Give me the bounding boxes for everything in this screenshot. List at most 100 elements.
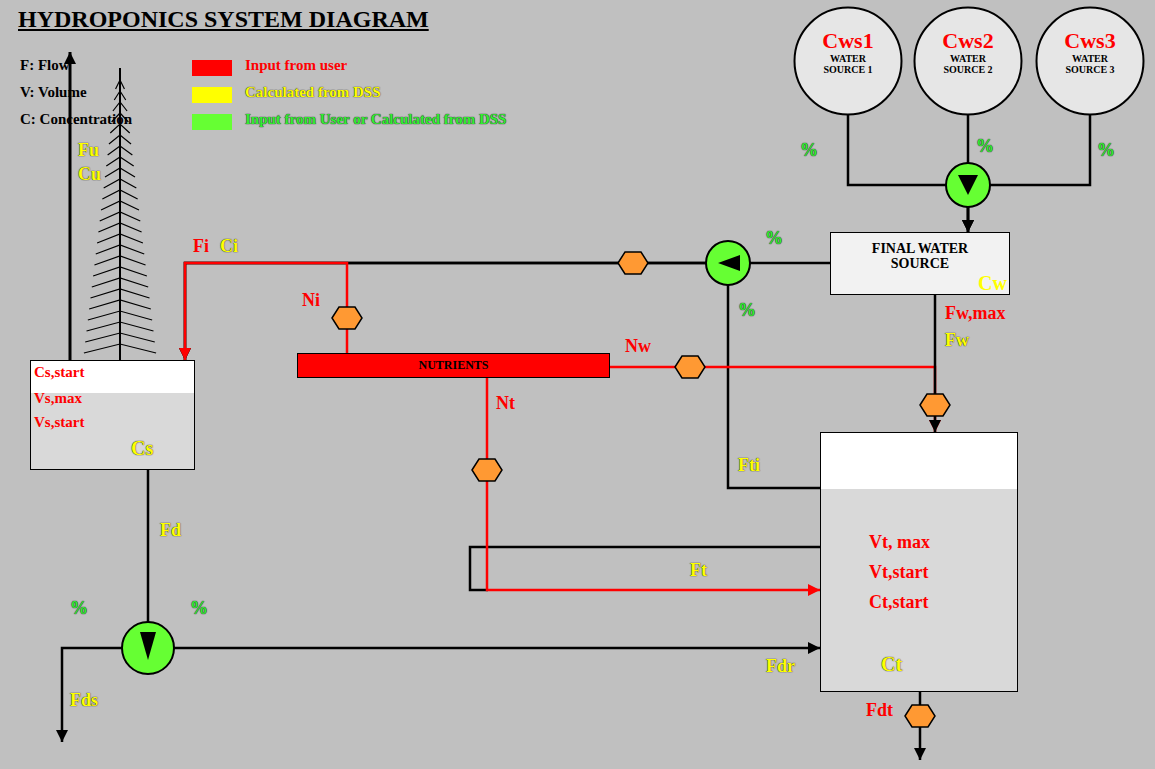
plant-branch: [88, 311, 152, 320]
flow-label: %: [70, 598, 88, 619]
plant-branch: [114, 91, 126, 100]
circle-shape: [795, 8, 902, 115]
plant-branch: [116, 80, 125, 89]
recirculation-line: [470, 547, 820, 590]
edge-label: %: [800, 140, 818, 161]
edge-label: Nt: [496, 393, 515, 414]
plant-branch: [104, 179, 137, 188]
plant-branch: [100, 212, 141, 221]
plant-branch: [89, 300, 151, 309]
legend-text: Input from User or Calculated from DSS: [245, 111, 506, 128]
tank-box: Vt, maxVt,startCt,startCt: [820, 432, 1018, 692]
mixer-arrow: [718, 255, 740, 271]
pump-hexagon: [675, 356, 705, 378]
node-text: Cw: [978, 272, 1007, 294]
plant-branch: [101, 201, 139, 210]
edge-label: %: [738, 300, 756, 321]
legend-text: Calculated from DSS: [245, 84, 381, 101]
flow-label: Fu: [78, 140, 99, 161]
edge-label: %: [765, 228, 783, 249]
pump-hexagon: [472, 459, 502, 481]
flow-label: C: Concentration: [20, 111, 132, 128]
node-text: FINAL WATER SOURCE: [860, 241, 980, 272]
mixer-arrow: [958, 175, 978, 195]
node-text: WATER SOURCE 2: [937, 53, 999, 75]
edge-label: %: [190, 598, 208, 619]
plant-branch: [96, 245, 144, 254]
plant-branch: [113, 102, 127, 111]
plant-branch: [105, 168, 135, 177]
node-text: Vt,start: [869, 563, 928, 583]
node-text: Vs,max: [34, 390, 82, 407]
plant-branch: [109, 135, 131, 144]
plant-branch: [94, 256, 145, 265]
water-source-circle: Cws3WATER SOURCE 3: [1035, 6, 1145, 116]
flow-connector: [185, 263, 820, 488]
plant-branch: [84, 344, 156, 353]
edge-label: %: [976, 136, 994, 157]
plant-branch: [98, 223, 141, 232]
plant-branch: [90, 289, 149, 298]
flow-label: Fw,max: [945, 303, 1006, 324]
pump-hexagon: [920, 394, 950, 416]
mixer-valve: [706, 241, 750, 285]
flow-label: Cu: [78, 164, 101, 185]
edge-label: Ni: [302, 290, 320, 311]
node-text: Vt, max: [869, 533, 930, 553]
circle-shape: [1037, 8, 1144, 115]
plant-branch: [93, 267, 147, 276]
flow-connector: [148, 470, 820, 648]
flow-label: Fds: [70, 690, 98, 711]
flow-connector: [610, 367, 935, 432]
flow-label: Ci: [220, 236, 238, 257]
flow-label: V: Volume: [20, 84, 87, 101]
mixer-valve: [946, 163, 990, 207]
pump-hexagon: [905, 705, 935, 727]
flow-label: Fd: [160, 520, 181, 541]
plant-branch: [102, 190, 137, 199]
splitter-valve: [122, 622, 174, 674]
plant-branch: [87, 322, 154, 331]
flow-label: Fdr: [766, 656, 795, 677]
plant-branch: [92, 278, 148, 287]
flow-label: Fw: [945, 330, 969, 351]
flow-label: Fti: [738, 455, 760, 476]
flow-label: Fdt: [866, 700, 893, 721]
legend-swatch: [192, 87, 232, 103]
nutrient-bar: NUTRIENTS: [297, 353, 610, 378]
plant-branch: [97, 234, 143, 243]
circle-shape: [915, 8, 1022, 115]
node-text: Cws3: [1064, 29, 1115, 53]
plant-branch: [85, 333, 155, 342]
flow-label: Ft: [690, 560, 707, 581]
plant-branch: [106, 157, 133, 166]
pump-hexagon: [332, 307, 362, 329]
node-text: NUTRIENTS: [418, 359, 488, 372]
node-text: WATER SOURCE 3: [1059, 53, 1121, 75]
water-source-circle: Cws2WATER SOURCE 2: [913, 6, 1023, 116]
legend-swatch: [192, 60, 232, 76]
node-text: Cws2: [942, 29, 993, 53]
plant-pot: Cs,startVs,maxVs,startCs: [30, 360, 195, 470]
splitter-arrow: [140, 632, 156, 660]
flow-connector: [185, 263, 347, 360]
plant-branch: [108, 146, 133, 155]
node-text: Cs,start: [34, 364, 84, 381]
edge-label: Nw: [625, 336, 651, 357]
legend-swatch: [192, 114, 232, 130]
diagram-title: HYDROPONICS SYSTEM DIAGRAM: [18, 6, 429, 34]
node-text: WATER SOURCE 1: [817, 53, 879, 75]
node-text: Cs: [131, 437, 153, 459]
node-text: Cws1: [822, 29, 873, 53]
edge-label: %: [1097, 140, 1115, 161]
legend-text: Input from user: [245, 57, 347, 74]
node-text: Vs,start: [34, 414, 84, 431]
flow-label: Fi: [193, 236, 209, 257]
flow-connector: [487, 378, 820, 590]
node-text: Ct,start: [869, 593, 928, 613]
drain-line: [62, 648, 122, 742]
flow-label: F: Flow: [20, 57, 70, 74]
pump-hexagon: [618, 252, 648, 274]
water-source-circle: Cws1WATER SOURCE 1: [793, 6, 903, 116]
node-text: Ct: [881, 653, 902, 675]
